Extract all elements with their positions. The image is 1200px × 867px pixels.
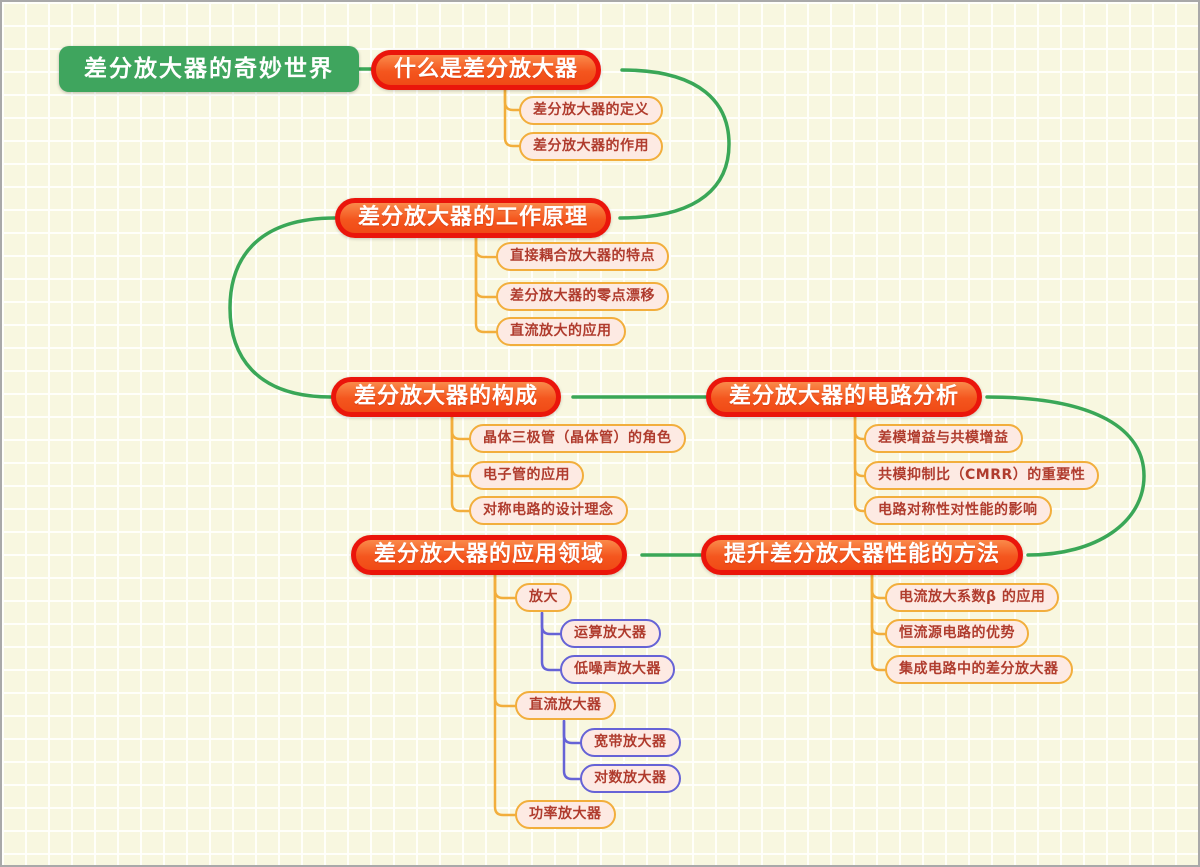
subtopic-transistor-role[interactable]: 晶体三极管（晶体管）的角色 [469, 424, 686, 453]
connector-b1-to-b2 [618, 68, 731, 220]
subtopic-beta-application[interactable]: 电流放大系数β 的应用 [885, 583, 1060, 612]
subtopic-power-amplifier[interactable]: 功率放大器 [515, 800, 616, 829]
subtopic-low-noise-amp[interactable]: 低噪声放大器 [560, 655, 675, 684]
subtopic-connectors [450, 88, 887, 817]
subtopic-symmetry-performance[interactable]: 电路对称性对性能的影响 [864, 496, 1052, 525]
subtopic-amplification[interactable]: 放大 [515, 583, 572, 612]
branch-composition[interactable]: 差分放大器的构成 [331, 377, 562, 417]
subtopic-ic-diff-amp[interactable]: 集成电路中的差分放大器 [885, 655, 1073, 684]
subtopic-op-amp[interactable]: 运算放大器 [560, 619, 661, 648]
level3-connectors [540, 611, 582, 781]
subtopic-vacuum-tube[interactable]: 电子管的应用 [469, 461, 584, 490]
subtopic-log-amp[interactable]: 对数放大器 [580, 764, 681, 793]
subtopic-zero-drift[interactable]: 差分放大器的零点漂移 [496, 282, 669, 311]
connector-b4-to-b6 [985, 395, 1146, 557]
subtopic-function[interactable]: 差分放大器的作用 [519, 132, 663, 161]
subtopic-dc-amplifier[interactable]: 直流放大器 [515, 691, 616, 720]
branch-working-principle[interactable]: 差分放大器的工作原理 [335, 198, 612, 238]
subtopic-definition[interactable]: 差分放大器的定义 [519, 96, 663, 125]
branch-applications[interactable]: 差分放大器的应用领域 [351, 535, 628, 575]
connector-b2-to-b3 [228, 216, 337, 399]
subtopic-gain-modes[interactable]: 差模增益与共模增益 [864, 424, 1023, 453]
root-topic[interactable]: 差分放大器的奇妙世界 [59, 46, 359, 92]
subtopic-dc-amplification[interactable]: 直流放大的应用 [496, 317, 626, 346]
subtopic-symmetric-design[interactable]: 对称电路的设计理念 [469, 496, 628, 525]
branch-circuit-analysis[interactable]: 差分放大器的电路分析 [706, 377, 983, 417]
branch-improvement-methods[interactable]: 提升差分放大器性能的方法 [701, 535, 1024, 575]
branch-what-is[interactable]: 什么是差分放大器 [371, 50, 602, 90]
subtopic-constant-current-source[interactable]: 恒流源电路的优势 [885, 619, 1029, 648]
subtopic-direct-coupling[interactable]: 直接耦合放大器的特点 [496, 242, 669, 271]
subtopic-wideband-amp[interactable]: 宽带放大器 [580, 728, 681, 757]
spine-connectors [228, 67, 1146, 557]
subtopic-cmrr[interactable]: 共模抑制比（CMRR）的重要性 [864, 461, 1100, 490]
